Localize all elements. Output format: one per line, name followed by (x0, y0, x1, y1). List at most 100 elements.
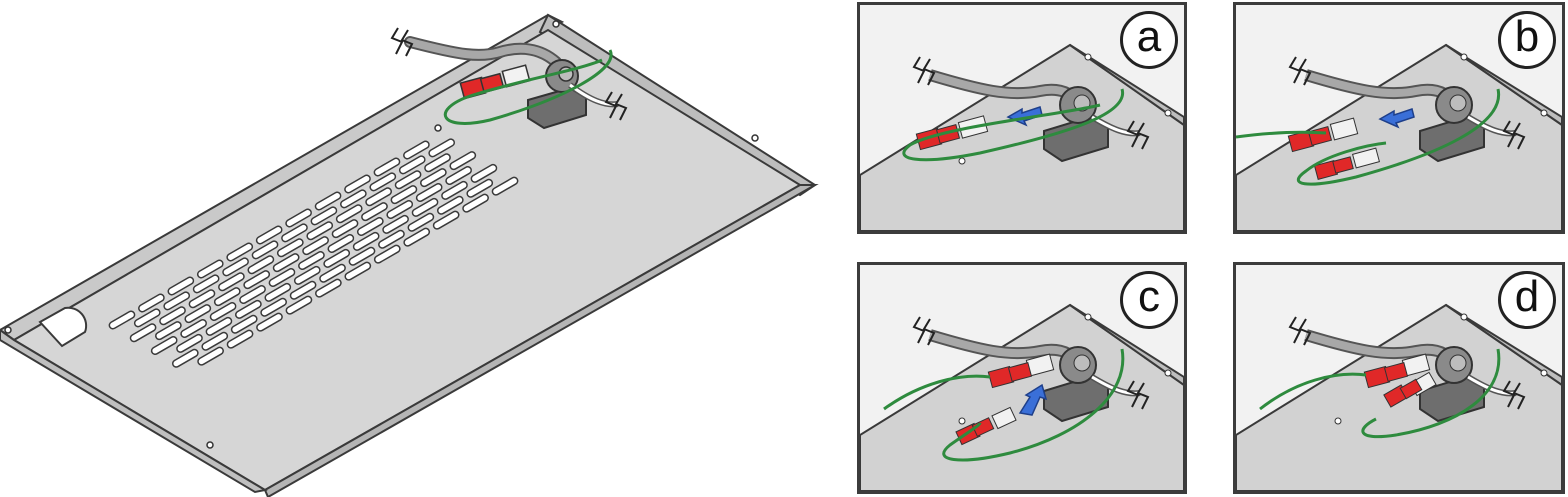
vent-slot (285, 295, 313, 315)
ground-wire (883, 348, 1125, 462)
vent-slot (315, 278, 342, 298)
vent-slot (344, 261, 372, 281)
ground-wire (1259, 348, 1501, 439)
vent-slot (192, 274, 220, 294)
vent-slot (428, 138, 456, 158)
plate-end-lip (0, 328, 268, 494)
step-badge-c: c (1120, 271, 1178, 329)
vent-slots (108, 138, 519, 368)
vent-slot (323, 248, 351, 268)
vent-slot (369, 172, 397, 192)
vent-slot (466, 178, 494, 198)
vent-slot (264, 282, 292, 302)
vent-slot (394, 170, 422, 190)
plate-front-lip (263, 184, 819, 497)
step-badge-a: a (1120, 11, 1178, 69)
vent-slot (226, 329, 254, 349)
vent-slot (403, 140, 430, 160)
vent-slot (298, 251, 325, 271)
vent-slot (398, 155, 426, 175)
vent-slot (184, 304, 212, 324)
panel-a-scene (860, 43, 1184, 231)
pull-arrow-icon (1378, 108, 1415, 129)
vent-slot (424, 153, 451, 173)
vent-slot (260, 297, 287, 317)
vent-slot (361, 202, 388, 222)
vent-slot (373, 244, 401, 264)
vent-slot (356, 217, 384, 237)
vent-slot (108, 310, 136, 330)
vent-slot (462, 193, 489, 213)
vent-slot (159, 306, 186, 326)
vent-slot (378, 229, 405, 249)
cable-break-icon (912, 316, 936, 346)
panel-c-scene (860, 303, 1184, 491)
vent-slot (344, 174, 371, 194)
vent-slot (373, 157, 401, 177)
vent-slot (209, 302, 237, 322)
vent-slot (205, 316, 233, 336)
step-badge-b: b (1498, 11, 1556, 69)
panel-b-scene (1236, 43, 1562, 231)
vent-slot (314, 191, 342, 211)
cable-break-icon (1288, 56, 1312, 86)
step-badge-d: d (1498, 271, 1556, 329)
vent-slot (167, 276, 195, 296)
vent-slot (188, 289, 216, 309)
vent-slot (306, 221, 334, 241)
vent-slot (197, 346, 224, 366)
cable-break-icon (1502, 120, 1526, 150)
vent-slot (150, 336, 178, 356)
vent-slot (155, 321, 182, 341)
vent-slot (230, 314, 258, 334)
plate-notch (38, 306, 88, 348)
vent-slot (163, 291, 191, 311)
vent-slot (293, 265, 321, 285)
vent-slot (340, 189, 367, 209)
vent-slot (180, 319, 207, 339)
vent-slot (411, 197, 439, 217)
vent-slot (239, 285, 266, 305)
step-panel-d: d (1233, 262, 1565, 494)
cable-break-icon (1502, 380, 1526, 410)
vent-slot (222, 257, 249, 277)
vent-slot (201, 331, 229, 351)
vent-slot (268, 268, 296, 288)
vent-slot (407, 212, 435, 232)
cable-break-icon (1288, 316, 1312, 346)
vent-slot (255, 225, 283, 245)
vent-slot (436, 195, 464, 215)
screw-hole-icon (751, 134, 759, 142)
vent-slot (449, 151, 477, 171)
screw-hole-icon (434, 124, 442, 132)
push-arrow-icon (1018, 383, 1048, 416)
vent-slot (281, 223, 308, 243)
vent-slot (256, 312, 283, 332)
vent-slot (138, 293, 165, 313)
vent-slot (352, 231, 380, 251)
ground-wire (902, 88, 1125, 162)
vent-slot (129, 323, 157, 343)
vent-slot (415, 183, 443, 203)
step-panel-c: c (857, 262, 1187, 494)
cable-break-icon (912, 56, 936, 86)
vent-slot (196, 259, 224, 279)
vent-slot (272, 253, 300, 273)
cable-break-icon (1126, 120, 1150, 150)
screw-hole-icon (552, 20, 560, 28)
cable-break-icon (604, 91, 628, 121)
vent-slot (289, 280, 317, 300)
vent-slot (276, 238, 304, 258)
step-panel-a: a (857, 2, 1187, 234)
vent-slot (226, 242, 254, 262)
vent-slot (319, 263, 346, 283)
vent-slot (218, 272, 245, 292)
screw-hole-icon (4, 326, 12, 334)
vent-slot (335, 204, 363, 224)
step-panel-b: b (1233, 2, 1565, 234)
base-plate-illustration (0, 13, 819, 497)
vent-slot (382, 214, 409, 234)
panel-d-scene (1236, 303, 1562, 491)
vent-slot (213, 287, 241, 307)
